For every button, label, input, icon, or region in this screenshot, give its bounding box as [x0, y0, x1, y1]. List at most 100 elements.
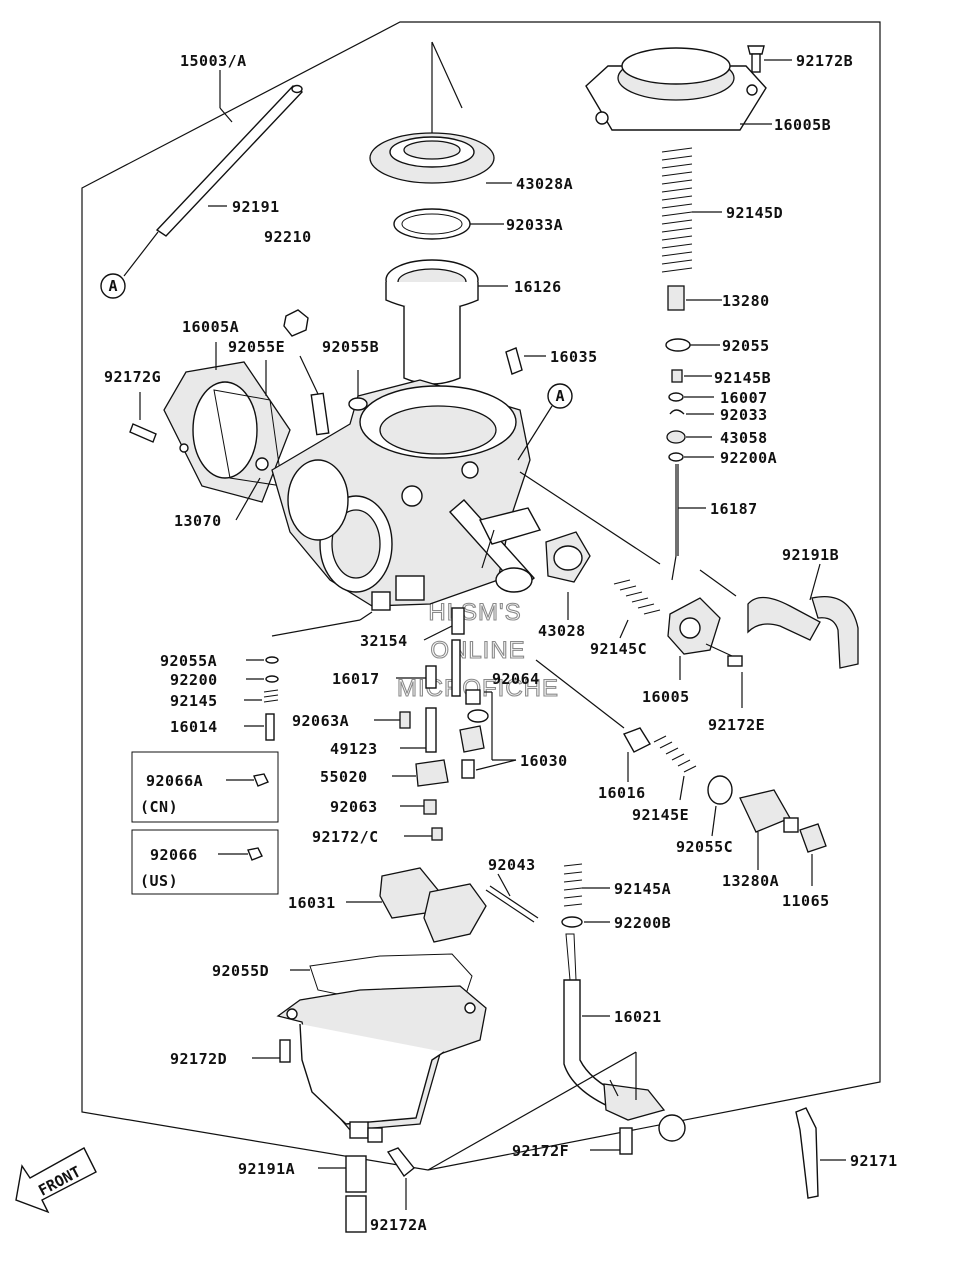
label-16005b: 16005B	[774, 116, 831, 134]
label-16016: 16016	[598, 784, 646, 802]
part-diaphragm-43028a	[369, 132, 512, 184]
label-92063: 92063	[330, 798, 378, 816]
part-screw-16035	[505, 347, 546, 375]
label-us: (US)	[140, 872, 178, 890]
part-spring-92145c	[613, 579, 661, 639]
label-55020: 55020	[320, 768, 368, 786]
box-cn	[131, 751, 279, 823]
label-11065: 11065	[782, 892, 830, 910]
label-92171: 92171	[850, 1152, 898, 1170]
label-16031: 16031	[288, 894, 336, 912]
label-92200: 92200	[170, 671, 218, 689]
part-spring-92145d	[661, 147, 722, 273]
part-cover-16005b	[585, 47, 772, 131]
label-92066a: 92066A	[146, 772, 203, 790]
svg-text:A: A	[555, 387, 564, 405]
label-92064: 92064	[492, 670, 540, 688]
part-plug-13280a	[739, 789, 799, 870]
part-screw-92172b	[747, 45, 792, 73]
front-arrow: FRONT	[15, 1147, 97, 1214]
label-92172g: 92172G	[104, 368, 161, 386]
part-hose-92191a	[318, 1155, 367, 1233]
label-92191b: 92191B	[782, 546, 839, 564]
label-16035: 16035	[550, 348, 598, 366]
label-92055d: 92055D	[212, 962, 269, 980]
part-seal-92055b	[348, 370, 368, 411]
part-valve-16005	[667, 597, 733, 680]
label-92200a: 92200A	[720, 449, 777, 467]
part-labels: 15003/A 92191 92210 16005A 92055E 92055B…	[104, 52, 898, 1234]
part-plate-16005a	[163, 342, 291, 521]
part-oring-92055c	[707, 775, 733, 837]
label-92145: 92145	[170, 692, 218, 710]
part-cluster-16030	[459, 689, 517, 779]
part-spring-92145e	[653, 735, 697, 801]
label-16005: 16005	[642, 688, 690, 706]
label-16005a: 16005A	[182, 318, 239, 336]
box-us	[131, 829, 279, 895]
part-small-items-stack	[665, 338, 720, 462]
label-92066: 92066	[150, 846, 198, 864]
label-92172a: 92172A	[370, 1216, 427, 1234]
part-ring-92033a	[393, 208, 504, 240]
part-screw-92172a	[386, 1147, 415, 1210]
label-16126: 16126	[514, 278, 562, 296]
label-92043: 92043	[488, 856, 536, 874]
part-rod-15003a	[123, 70, 304, 277]
part-float-16031	[346, 867, 487, 943]
label-43028: 43028	[538, 622, 586, 640]
label-92172e: 92172E	[708, 716, 765, 734]
part-screw-92172f	[590, 1127, 633, 1155]
part-piston-16126	[385, 259, 508, 385]
label-16007: 16007	[720, 389, 768, 407]
part-bolt-92172g	[129, 392, 157, 443]
label-92033: 92033	[720, 406, 768, 424]
label-92172d: 92172D	[170, 1050, 227, 1068]
label-92191a: 92191A	[238, 1160, 295, 1178]
part-nut-92066a	[226, 773, 269, 787]
label-92210: 92210	[264, 228, 312, 246]
label-13070: 13070	[174, 512, 222, 530]
label-92055a: 92055A	[160, 652, 217, 670]
label-cn: (CN)	[140, 798, 178, 816]
part-holder-13280	[667, 285, 722, 311]
ref-marker-a-right: A	[517, 383, 573, 461]
label-92145c: 92145C	[590, 640, 647, 658]
label-32154: 32154	[360, 632, 408, 650]
label-92055e: 92055E	[228, 338, 285, 356]
label-16017: 16017	[332, 670, 380, 688]
part-diaphragm-43028	[545, 531, 591, 620]
label-92033a: 92033A	[506, 216, 563, 234]
part-top-cover-arrows	[431, 41, 463, 138]
part-bowl	[276, 985, 487, 1143]
watermark: HLSM'S ONLINE MICROFICHE	[396, 598, 558, 702]
part-rod-16021	[563, 933, 686, 1142]
part-screw-92172e	[727, 655, 743, 708]
label-92145a: 92145A	[614, 880, 671, 898]
part-pin-92043	[485, 873, 539, 923]
label-92145e: 92145E	[632, 806, 689, 824]
label-92172b: 92172B	[796, 52, 853, 70]
label-92145d: 92145D	[726, 204, 783, 222]
part-screw-92172d	[252, 1039, 291, 1063]
label-16030: 16030	[520, 752, 568, 770]
label-43058: 43058	[720, 429, 768, 447]
leader-lines-bottom	[427, 1051, 637, 1171]
part-pilot-32154	[271, 607, 465, 641]
part-cap-11065	[799, 823, 827, 886]
watermark-line-2: ONLINE	[430, 637, 525, 664]
label-13280a: 13280A	[722, 872, 779, 890]
label-92145b: 92145B	[714, 369, 771, 387]
part-nut-92066	[218, 847, 263, 861]
label-15003a: 15003/A	[180, 52, 247, 70]
label-13280: 13280	[722, 292, 770, 310]
label-43028a: 43028A	[516, 175, 573, 193]
assembly-boundary	[81, 21, 881, 1171]
label-16014: 16014	[170, 718, 218, 736]
watermark-line-1: HLSM'S	[428, 599, 521, 626]
part-left-jets	[244, 656, 279, 741]
part-washer-92200b	[561, 916, 610, 928]
label-16187: 16187	[710, 500, 758, 518]
label-92172c: 92172/C	[312, 828, 379, 846]
